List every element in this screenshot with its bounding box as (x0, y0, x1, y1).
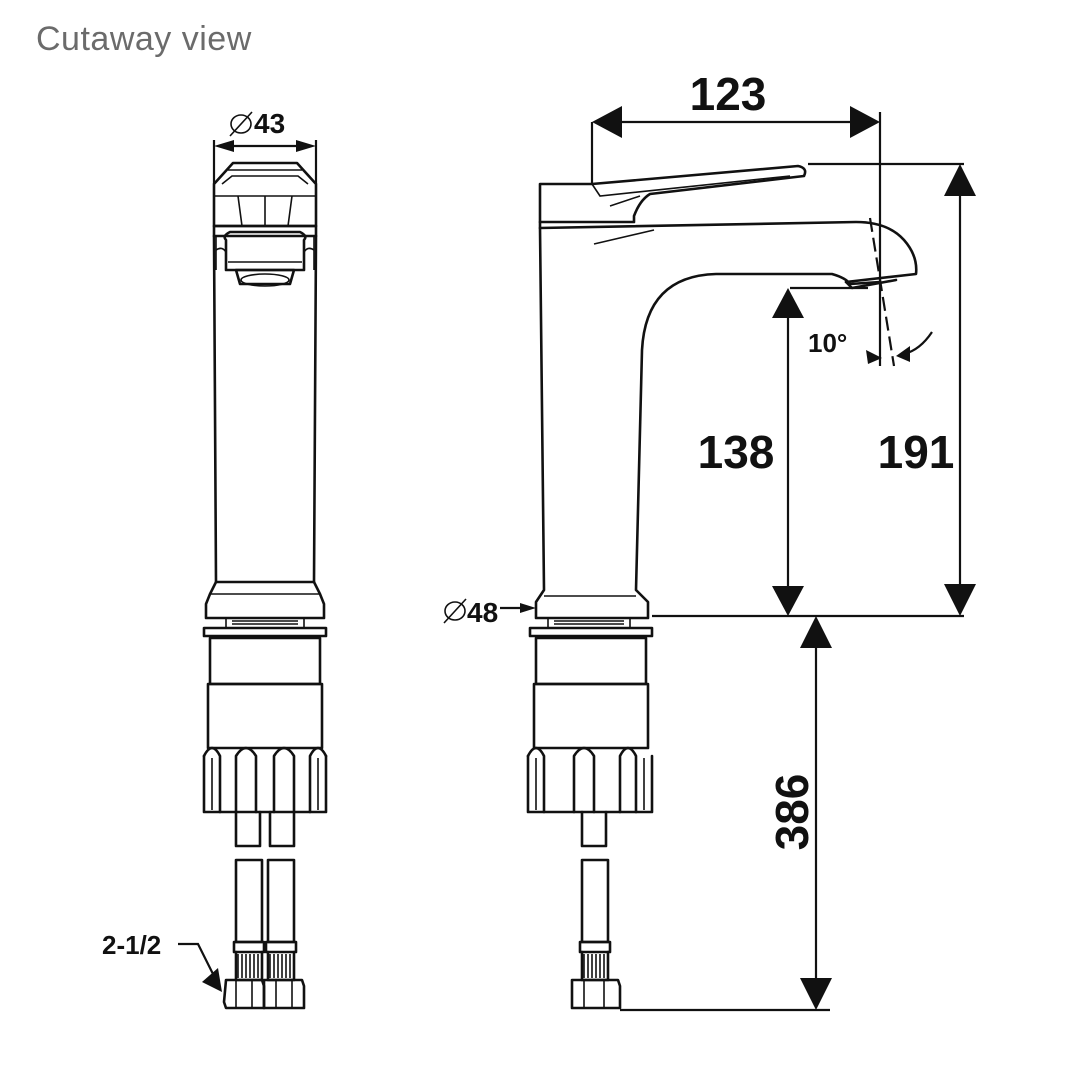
reach-label: 123 (690, 68, 767, 120)
dimension-spout-angle: 10° (808, 217, 933, 367)
dimension-hose-length: 386 (620, 616, 832, 1012)
diameter-icon (229, 111, 253, 137)
dimension-handle-diameter: 43 (212, 108, 318, 184)
base-diameter-label: 48 (467, 597, 498, 628)
spout-height-label: 138 (698, 426, 775, 478)
dimension-reach: 123 (590, 68, 882, 366)
diameter-icon (443, 598, 467, 624)
page-title: Cutaway view (36, 20, 252, 58)
handle-diameter-label: 43 (254, 108, 285, 139)
connector-size-label: 2-1/2 (102, 930, 161, 960)
side-view (526, 164, 918, 1010)
front-view (202, 161, 328, 1010)
total-height-label: 191 (878, 426, 955, 478)
dimension-connector-size: 2-1/2 (102, 930, 222, 992)
dimension-base-diameter: 48 (443, 597, 536, 628)
dimension-spout-height: 138 (698, 286, 868, 616)
spout-angle-label: 10° (808, 328, 847, 358)
hose-length-label: 386 (766, 774, 818, 851)
dimension-total-height: 191 (652, 162, 976, 618)
